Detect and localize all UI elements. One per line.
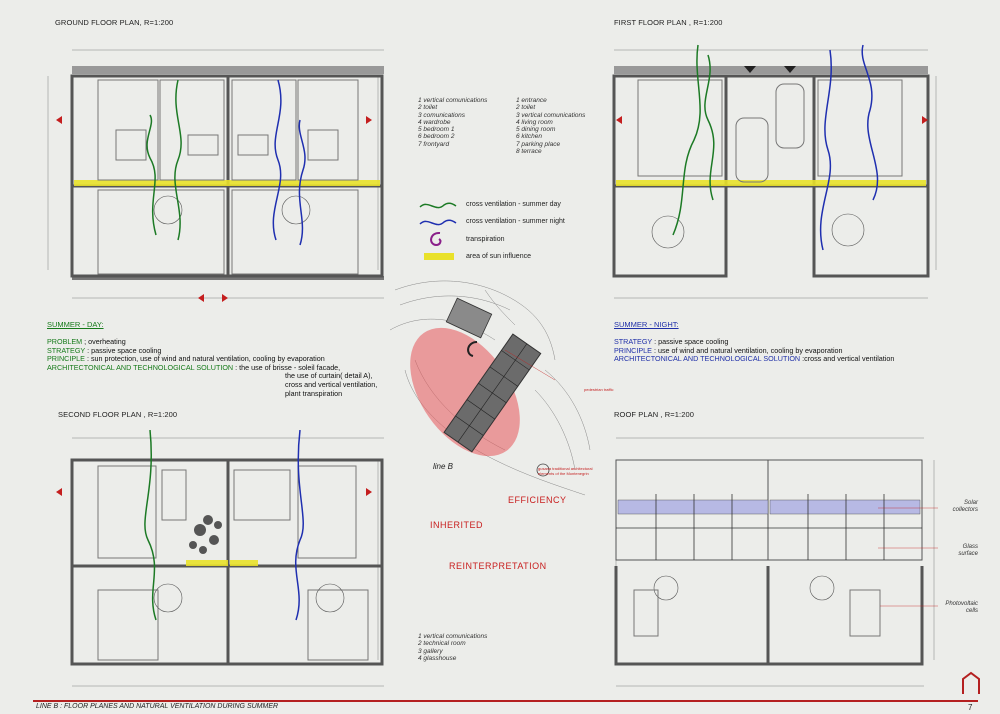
photovoltaic-cells-label: Photovoltaic cells [930, 601, 978, 615]
summer-night-text: STRATEGY : passive space cooling PRINCIP… [614, 337, 984, 364]
site-annotation: pedestrian traffic [584, 387, 614, 392]
footer-caption: LINE B : FLOOR PLANES AND NATURAL VENTIL… [36, 703, 279, 710]
second-floor-legend: 1 vertical comunications 2 technical roo… [418, 633, 487, 662]
legend-item: 4 living room [516, 118, 553, 126]
solution-text: :cross and vertical ventilation [800, 354, 895, 364]
roof-label-line: collectors [952, 507, 978, 513]
strategy-text: : passive space cooling [652, 337, 729, 346]
legend-item: 2 toilet [418, 104, 438, 112]
legend-item: 7 parking place [516, 140, 561, 148]
day-ventilation-icon [419, 202, 457, 209]
strategy-text: : passive space cooling [85, 345, 162, 355]
legend-item: 1 vertical comunications [418, 97, 488, 104]
principle-text: : use of wind and natural ventilation, c… [651, 345, 843, 355]
line-b-label: line B [433, 462, 454, 471]
ground-legend-a: 1 vertical comunications 2 toilet 3 comu… [418, 97, 487, 148]
ground-floor-plan [38, 40, 388, 310]
problem-label: PROBLEM [47, 337, 83, 346]
footer-rule [33, 700, 978, 702]
ventilation-legend: cross ventilation - summer day cross ven… [418, 197, 598, 267]
sun-zone-label: area of sun influence [466, 253, 531, 260]
transpiration-icon [430, 231, 442, 247]
summer-day-text: PROBLEM ; overheating STRATEGY : passive… [47, 337, 407, 398]
problem-text: ; overheating [82, 337, 126, 346]
legend-item: 3 comunications [418, 111, 465, 119]
roof-plan [598, 430, 938, 698]
legend-item: 6 bedroom 2 [418, 133, 455, 141]
legend-item: 5 dining room [516, 126, 556, 134]
house-logo-icon [962, 671, 980, 694]
legend-item: 3 vertical comunications [516, 111, 586, 119]
roof-label-line: cells [965, 608, 978, 614]
solution-label: ARCHITECTONICAL AND TECHNOLOGICAL SOLUTI… [614, 354, 801, 364]
night-ventilation-icon [419, 219, 457, 226]
sun-zone-swatch [424, 253, 454, 260]
legend-item: 2 toilet [516, 104, 536, 112]
second-floor-plan [38, 430, 388, 698]
summer-night-heading: SUMMER - NIGHT: [614, 320, 679, 329]
site-plan [385, 270, 605, 500]
roof-label-line: Glass [962, 544, 978, 550]
solar-collectors-label: Solar collectors [936, 500, 978, 514]
legend-item: 3 gallery [418, 647, 443, 655]
efficiency-label: EFFICIENCY [508, 495, 567, 505]
solution-line: the use of curtain( detail A), [285, 371, 373, 381]
roof-label-line: Photovoltaic [945, 601, 978, 607]
ground-floor-title: GROUND FLOOR PLAN, R=1:200 [55, 18, 174, 27]
solution-line: : the use of brisse - soleil facade, [235, 362, 341, 372]
legend-item: 4 glasshouse [418, 654, 457, 662]
page-number: 7 [968, 703, 973, 712]
legend-item: 1 vertical comunications [418, 633, 488, 640]
reinterpretation-label: REINTERPRETATION [449, 561, 547, 571]
summer-day-heading: SUMMER - DAY: [47, 320, 104, 329]
principle-text: : sun protection, use of wind and natura… [84, 354, 325, 364]
legend-item: 5 bedroom 1 [418, 126, 455, 134]
transpiration-label: transpiration [466, 236, 505, 243]
strategy-label: STRATEGY [614, 337, 653, 346]
glass-surface-label: Glass surface [936, 544, 978, 558]
solution-label: ARCHITECTONICAL AND TECHNOLOGICAL SOLUTI… [47, 362, 234, 372]
inherited-label: INHERITED [430, 520, 484, 530]
first-floor-plan [598, 40, 943, 310]
legend-item: 1 entrance [516, 97, 547, 104]
second-floor-title: SECOND FLOOR PLAN , R=1:200 [58, 410, 178, 419]
night-ventilation-label: cross ventilation - summer night [466, 218, 565, 225]
ground-legend-b: 1 entrance 2 toilet 3 vertical comunicat… [516, 97, 585, 155]
legend-item: 6 kitchen [516, 133, 543, 141]
principle-label: PRINCIPLE [614, 345, 652, 355]
solution-line: plant transpiration [285, 388, 343, 398]
solution-line: cross and vertical ventilation, [285, 379, 378, 389]
roof-plan-title: ROOF PLAN , R=1:200 [614, 410, 695, 419]
legend-item: 7 frontyard [418, 140, 450, 148]
roof-label-line: surface [958, 551, 978, 557]
strategy-label: STRATEGY [47, 345, 86, 355]
roof-label-line: Solar [963, 500, 978, 506]
legend-item: 2 technical room [418, 640, 466, 648]
principle-label: PRINCIPLE [47, 354, 85, 364]
first-floor-title: FIRST FLOOR PLAN , R=1:200 [614, 18, 723, 27]
day-ventilation-label: cross ventilation - summer day [466, 201, 561, 208]
legend-item: 8 terrace [516, 148, 542, 156]
site-annotation: gusana traditional architectural element… [538, 466, 593, 476]
legend-item: 4 wardrobe [418, 118, 451, 126]
